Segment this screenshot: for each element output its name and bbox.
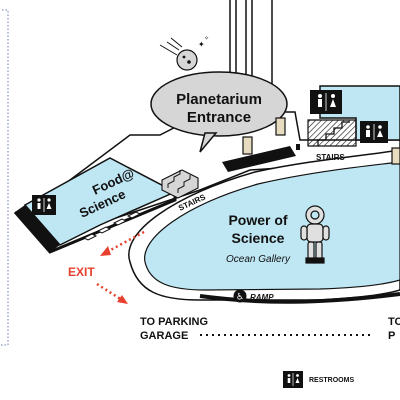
food-floor-area xyxy=(23,157,177,246)
legend-restrooms: RESTROOMS xyxy=(283,371,354,388)
stairs-icon xyxy=(296,119,357,150)
svg-text:✧: ✧ xyxy=(204,35,209,42)
planetarium-title-line2: Entrance xyxy=(187,109,251,126)
legend-restrooms-label: RESTROOMS xyxy=(309,377,354,384)
right-label-line2: P xyxy=(388,330,395,342)
exit-label: EXIT xyxy=(68,265,95,279)
right-label-line1: TO xyxy=(388,316,400,328)
svg-text:✦: ✦ xyxy=(198,40,205,49)
stairs-icon xyxy=(161,169,199,199)
entrance-doors xyxy=(242,117,400,165)
elevators-bar xyxy=(222,146,296,172)
svg-text:♿: ♿ xyxy=(236,293,244,303)
parking-label-line2: GARAGE xyxy=(140,330,188,342)
parking-label-line1: TO PARKING xyxy=(140,316,208,328)
wheelchair-icon: ♿ xyxy=(233,289,247,303)
food-floor-edge xyxy=(15,205,60,252)
planetarium-title-line1: Planetarium xyxy=(176,91,262,108)
planetarium-bubble: Planetarium Entrance xyxy=(150,71,288,153)
exit-route-arrow xyxy=(96,230,145,304)
restroom-icon xyxy=(283,371,303,388)
restroom-icon xyxy=(32,195,56,215)
gallery-subtitle: Ocean Gallery xyxy=(226,254,291,265)
planet-icon: ✦ ✧ xyxy=(159,35,209,71)
dining-table-icon xyxy=(82,211,142,241)
stairs-top-label: STAIRS xyxy=(316,153,345,162)
ramp-label: RAMP xyxy=(250,293,274,302)
gallery-title-line1: Power of xyxy=(228,212,287,228)
diving-suit-icon xyxy=(300,205,330,264)
ocean-gallery-floor-inner xyxy=(144,161,400,291)
gallery-title-line2: Science xyxy=(232,230,285,246)
restroom-icon xyxy=(310,90,342,114)
restroom-icon xyxy=(360,121,388,143)
ramp-arc xyxy=(199,292,400,304)
map-boundary-dotted xyxy=(0,9,9,346)
